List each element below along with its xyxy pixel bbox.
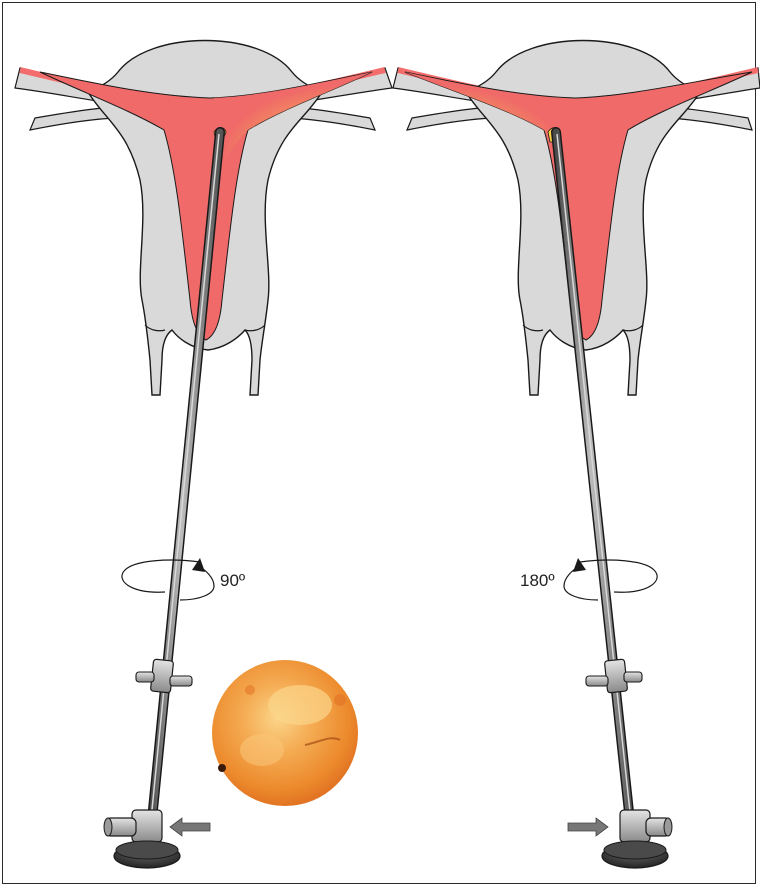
scope-eyepiece-left — [104, 810, 180, 868]
direction-arrow-icon — [568, 818, 608, 836]
rotation-arrow-icon — [122, 558, 214, 600]
scope-eyepiece-right — [602, 810, 672, 868]
scope-valve-right — [586, 659, 642, 693]
rotation-label-left: 90º — [220, 571, 245, 590]
direction-arrow-icon — [170, 818, 210, 836]
endoscopic-view — [212, 660, 358, 806]
scope-valve-left — [136, 659, 192, 693]
right-panel: 180º — [393, 41, 760, 869]
rotation-label-right: 180º — [520, 571, 555, 590]
left-panel: 90º — [15, 41, 392, 869]
